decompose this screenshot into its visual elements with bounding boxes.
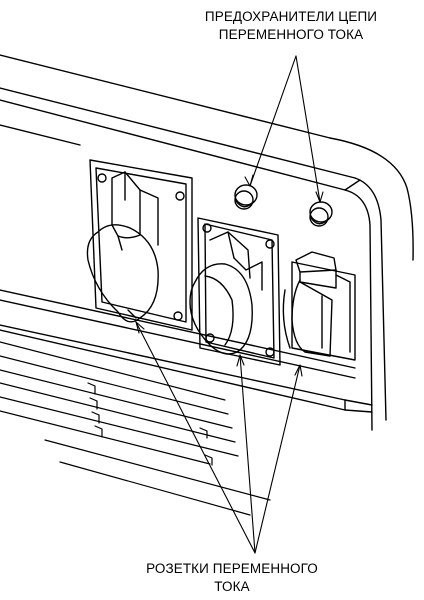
sockets-label-line1: РОЗЕТКИ ПЕРЕМЕННОГО: [146, 561, 318, 576]
ac-fuse-2: [309, 201, 333, 227]
fuses-label-line1: ПРЕДОХРАНИТЕЛИ ЦЕПИ: [204, 9, 378, 24]
sockets-label: РОЗЕТКИ ПЕРЕМЕННОГО ТОКА: [112, 560, 352, 596]
ac-socket-2: [189, 217, 281, 366]
vent-slats: [0, 341, 271, 516]
sockets-label-line2: ТОКА: [214, 579, 250, 594]
ac-socket-1: [86, 159, 193, 331]
fuses-label-line2: ПЕРЕМЕННОГО ТОКА: [218, 27, 364, 42]
control-panel: [0, 124, 373, 413]
sockets-leader-lines: [135, 321, 303, 554]
ac-socket-3: [282, 251, 356, 361]
fuses-leader-lines: [244, 55, 324, 203]
fuses-label: ПРЕДОХРАНИТЕЛИ ЦЕПИ ПЕРЕМЕННОГО ТОКА: [166, 8, 416, 44]
ac-fuse-1: [234, 184, 258, 210]
housing: [0, 54, 414, 431]
